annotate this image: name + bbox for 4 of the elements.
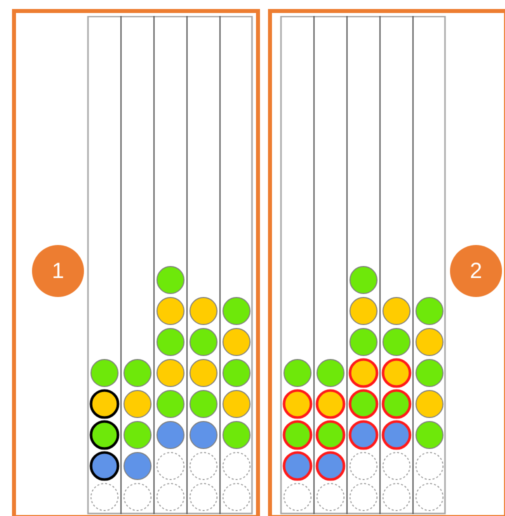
number-badge: 1 [32,245,84,297]
panel-frame [12,9,260,516]
number-badge: 2 [450,245,502,297]
panel-frame [268,9,505,516]
